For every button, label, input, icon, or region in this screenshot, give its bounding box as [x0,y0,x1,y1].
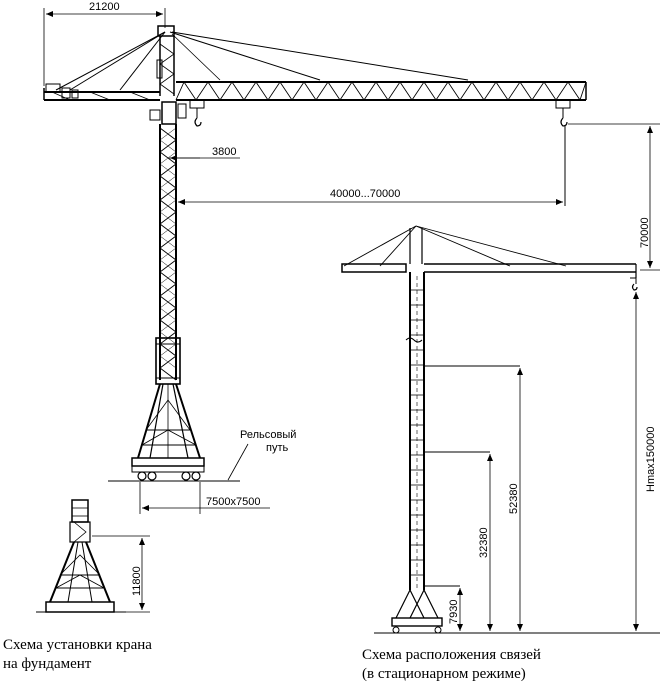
dim-11800 [92,535,150,613]
caption-ties-line1: Схема расположения связей [362,647,541,663]
dim-base-label: 7500x7500 [206,496,260,508]
tower-head [156,25,175,96]
caption-foundation: Схема установки крана на фундамент [3,636,152,674]
dim-7930-label: 7930 [448,600,460,624]
dim-21200 [43,8,166,86]
dim-jib-reach-label: 40000...70000 [330,188,400,200]
crane-cabin [149,101,187,125]
dim-11800-label: 11800 [131,566,143,596]
dim-52380-label: 52380 [508,483,520,514]
dim-21200-label: 21200 [89,1,120,13]
main-jib [175,81,587,102]
dim-3800-label: 3800 [212,146,236,158]
dim-hmax-label: Hmax150000 [645,427,657,492]
rail-label-line1: Рельсовый [240,429,296,441]
trolley-far [555,99,571,206]
caption-foundation-line1: Схема установки крана [3,637,152,653]
stationary-crane [341,225,660,634]
rail-label-line2: путь [266,442,288,454]
foundation-crane [36,499,126,613]
dim-base [139,482,270,514]
main-mast [155,124,181,385]
main-portal [108,383,240,482]
dim-70000 [568,123,660,271]
trolley-near [189,99,205,127]
dim-70000-label: 70000 [639,217,651,248]
caption-ties-line2: (в стационарном режиме) [362,666,526,682]
main-crane [43,25,587,482]
counter-jib [43,83,160,101]
caption-foundation-line2: на фундамент [3,656,92,672]
caption-ties: Схема расположения связей (в стационарно… [362,646,541,684]
dim-32380-label: 32380 [478,527,490,558]
dim-ties [457,292,639,631]
